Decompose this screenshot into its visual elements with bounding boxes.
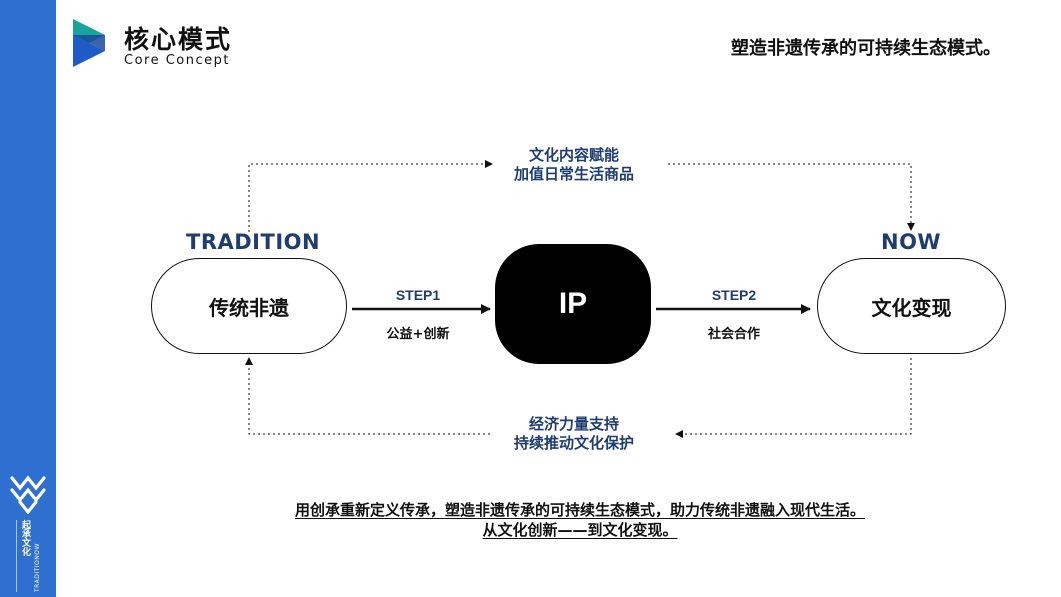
step2-label: STEP2 <box>711 287 757 303</box>
step1-sub: 公益+创新 <box>386 327 450 342</box>
bottom-flow-right-segment <box>675 358 912 438</box>
step2-sub: 社会合作 <box>707 327 760 342</box>
bottom-flow-left-segment <box>245 357 490 435</box>
sidebar-brand: 起承文化 TRADITIONOW <box>16 520 42 592</box>
step1-label: STEP1 <box>395 287 441 303</box>
page-tagline: 塑造非遗传承的可持续生态模式。 <box>731 38 1001 59</box>
tradition-node: 传统非遗 <box>151 258 347 354</box>
page-title: 核心模式 <box>124 25 233 54</box>
tradition-label: TRADITION <box>186 230 321 254</box>
ip-node: IP <box>495 244 651 364</box>
core-concept-logo-icon <box>73 19 105 67</box>
sidebar-brand-cn: 起承文化 <box>16 520 32 592</box>
brand-mark-icon <box>10 475 46 514</box>
top-flow-line2: 加值日常生活商品 <box>513 165 634 183</box>
top-flow-line1: 文化内容赋能 <box>528 146 619 164</box>
page-subtitle: Core Concept <box>124 53 230 68</box>
top-flow-text: 文化内容赋能 加值日常生活商品 <box>474 146 674 184</box>
ip-node-text: IP <box>558 287 588 320</box>
now-node: 文化变现 <box>817 258 1006 354</box>
bottom-flow-line2: 持续推动文化保护 <box>513 434 634 452</box>
sidebar: 起承文化 TRADITIONOW <box>0 0 56 597</box>
footer-line1: 用创承重新定义传承，塑造非遗传承的可持续生态模式，助力传统非遗融入现代生活。 <box>294 501 865 519</box>
top-flow-left-segment <box>248 160 493 232</box>
tradition-node-text: 传统非遗 <box>209 295 289 320</box>
footer-line2: 从文化创新——到文化变现。 <box>482 521 678 539</box>
bottom-flow-line1: 经济力量支持 <box>528 415 619 433</box>
now-node-text: 文化变现 <box>871 295 952 320</box>
bottom-flow-text: 经济力量支持 持续推动文化保护 <box>474 415 674 453</box>
footer-statement: 用创承重新定义传承，塑造非遗传承的可持续生态模式，助力传统非遗融入现代生活。 从… <box>200 500 960 540</box>
now-label: NOW <box>881 230 942 254</box>
top-flow-right-segment <box>668 163 915 231</box>
